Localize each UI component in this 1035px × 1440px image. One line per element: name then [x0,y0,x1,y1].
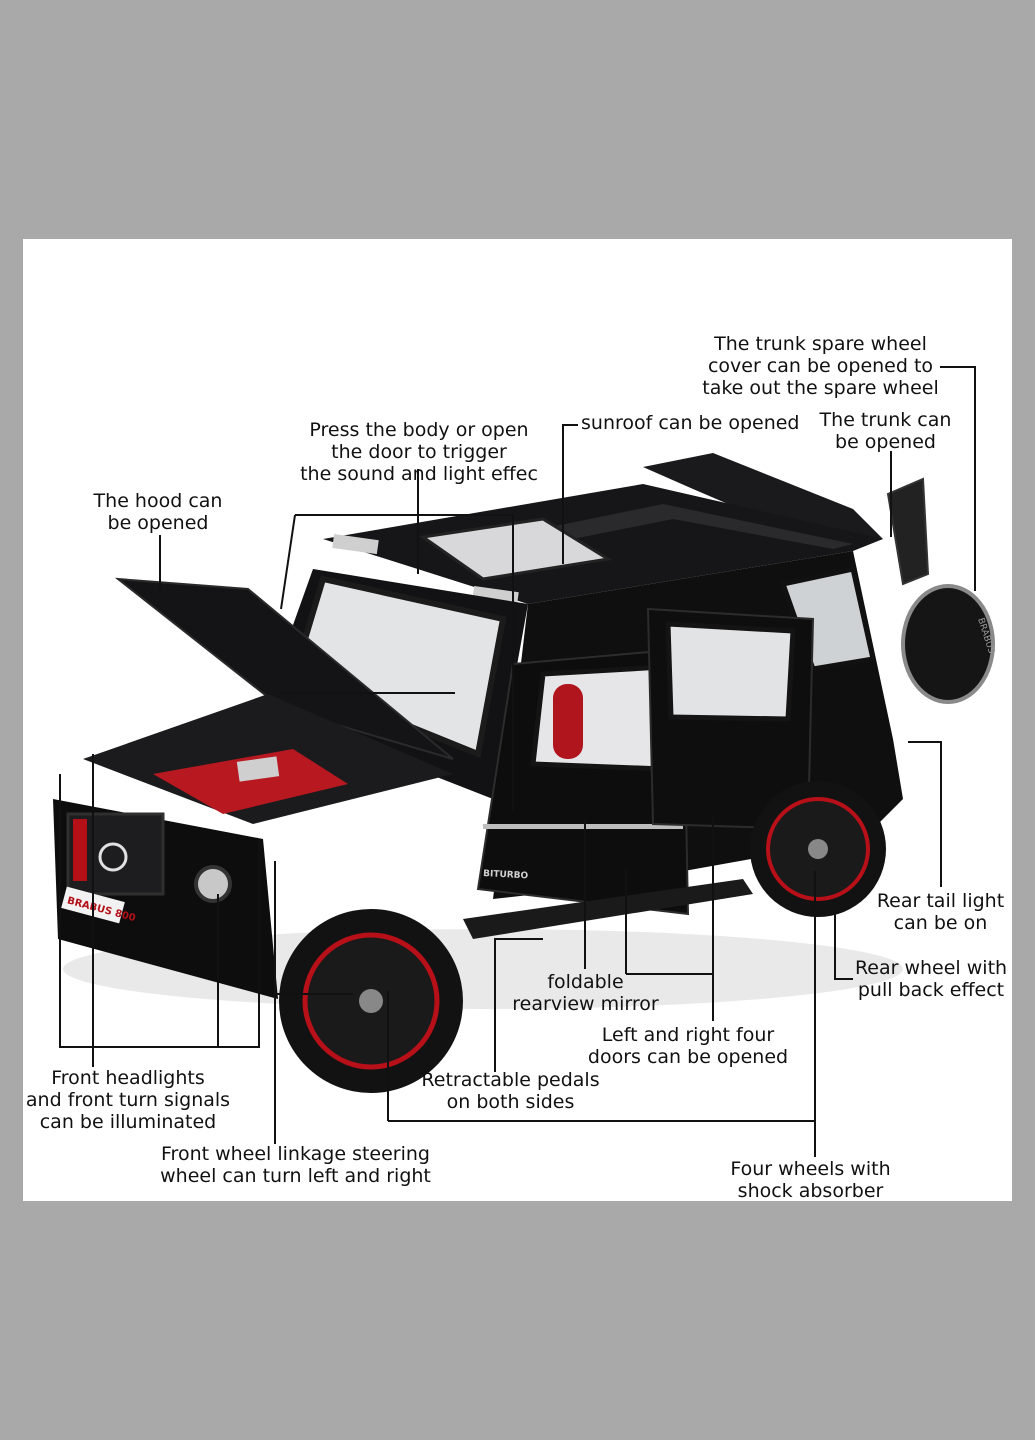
roof-light-bar-front [332,534,379,555]
grille-red-stripes [73,819,87,881]
callout-trunk: The trunk can be opened [819,409,952,453]
leader-rear-wheel [834,906,853,980]
front-emblem [98,842,128,872]
front-door-window [530,664,666,772]
hood-open [114,577,454,760]
biturbo-badge: BITURBO [483,869,529,881]
car-roof [323,484,883,604]
leader-headlights-box [59,774,260,1048]
side-step [463,879,753,939]
car-model-photo: BITURBO BRABUS 800 BRABUS [53,366,996,1157]
product-image-panel: BITURBO BRABUS 800 BRABUS [23,239,1012,1202]
callout-steering: Front wheel linkage steering wheel can t… [160,1143,431,1187]
engine-cover-red [153,749,348,814]
rear-wheel [750,781,886,917]
trunk-door-open [886,477,930,586]
engine-cover-plate [236,756,280,782]
leader-press-body-hood [280,514,296,610]
callout-shock: Four wheels with shock absorber [730,1158,891,1202]
callout-pedals: Retractable pedals on both sides [421,1069,600,1113]
front-wheel [279,909,463,1093]
red-seat [553,684,583,759]
callout-press-body: Press the body or open the door to trigg… [300,419,538,485]
callout-sunroof: sunroof can be opened [581,412,800,434]
callout-rear-tail-light: Rear tail light can be on [876,890,1005,934]
callout-doors: Left and right four doors can be opened [587,1024,789,1068]
rear-door-window [665,621,796,722]
spare-wheel [901,584,995,704]
leader-sunroof [562,424,578,564]
callout-hood: The hood can be opened [93,490,223,534]
callout-leader-lines [59,366,976,1157]
leader-press-body-door [295,514,514,811]
leader-trunk-spare [940,366,976,591]
round-headlight [194,865,232,903]
sunroof-glass [419,517,613,581]
leader-rear-tail-light [908,741,942,887]
door-trim-line [483,824,683,829]
callout-mirror: foldable rearview mirror [512,971,659,1015]
callout-trunk-spare-wheel: The trunk spare wheel cover can be opene… [702,333,939,399]
callout-headlights: Front headlights and front turn signals … [25,1067,231,1133]
leader-pedals [494,938,543,1072]
callout-rear-wheel: Rear wheel with pull back effect [854,957,1008,1001]
